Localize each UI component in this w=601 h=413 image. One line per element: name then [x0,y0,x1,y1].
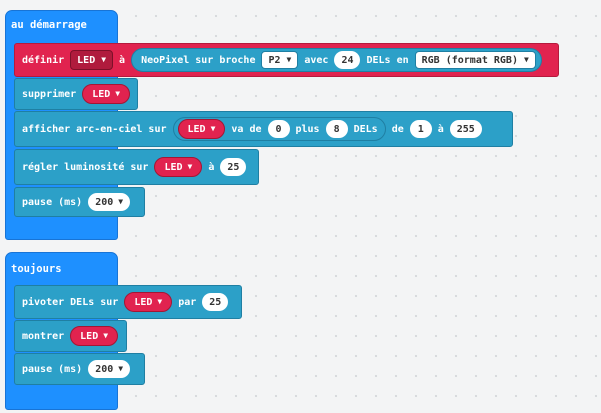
forever-label: toujours [11,263,62,275]
variable-name: LED [164,161,183,173]
variable-name: LED [92,88,111,100]
pause-label: pause (ms) [22,363,83,375]
define-neopixel-block[interactable]: définir LED ▼ à NeoPixel sur broche P2 ▼… [14,43,559,77]
variable-pill[interactable]: LED ▼ [154,157,203,177]
pause-label: pause (ms) [22,196,83,208]
triangle-down-icon: ▼ [103,331,109,340]
clear-block[interactable]: supprimer LED ▼ [14,78,138,110]
variable-name: LED [187,123,206,135]
show-rainbow-block[interactable]: afficher arc-en-ciel sur LED ▼ va de 0 p… [14,111,513,147]
range-plus-label: plus [295,123,320,135]
neopixel-label: NeoPixel sur broche [141,54,256,66]
pause-value: 200 [95,363,114,375]
triangle-down-icon: ▼ [118,197,124,206]
mode-dropdown[interactable]: RGB (format RGB) ▼ [414,51,536,69]
on-start-label: au démarrage [11,19,87,31]
pause-block[interactable]: pause (ms) 200 ▼ [14,187,145,217]
triangle-down-icon: ▼ [101,55,107,64]
triangle-down-icon: ▼ [210,124,216,133]
to-label: à [119,54,126,66]
show-label: montrer [22,330,65,342]
variable-pill[interactable]: LED ▼ [177,119,226,139]
variable-pill[interactable]: LED ▼ [70,326,119,346]
triangle-down-icon: ▼ [286,55,292,64]
triangle-down-icon: ▼ [157,297,163,306]
define-label: définir [22,54,65,66]
brightness-value-input[interactable]: 25 [220,158,247,176]
rotate-by-label: par [178,296,197,308]
variable-pill[interactable]: LED ▼ [124,292,173,312]
pause-value-dropdown[interactable]: 200 ▼ [88,360,131,378]
pin-value: P2 [268,54,281,66]
hue-start-input[interactable]: 1 [409,120,432,138]
show-block[interactable]: montrer LED ▼ [14,320,127,352]
set-brightness-block[interactable]: régler luminosité sur LED ▼ à 25 [14,149,259,185]
pin-dropdown[interactable]: P2 ▼ [261,51,299,69]
brightness-label: régler luminosité sur [22,161,149,173]
range-leds-label: DELs [353,123,378,135]
triangle-down-icon: ▼ [118,364,124,373]
variable-pill[interactable]: LED ▼ [82,84,131,104]
brightness-to-label: à [208,161,215,173]
rotate-value-input[interactable]: 25 [202,293,229,311]
neopixel-create-block[interactable]: NeoPixel sur broche P2 ▼ avec 24 DELs en… [131,48,542,72]
hue-end-input[interactable]: 255 [449,120,482,138]
variable-name: LED [77,54,96,66]
hue-from-label: de [391,123,404,135]
pause-block[interactable]: pause (ms) 200 ▼ [14,353,145,385]
range-start-input[interactable]: 0 [267,120,290,138]
variable-name: LED [134,296,153,308]
rotate-leds-block[interactable]: pivoter DELs sur LED ▼ par 25 [14,285,242,319]
triangle-down-icon: ▼ [523,55,529,64]
clear-label: supprimer [22,88,77,100]
triangle-down-icon: ▼ [187,162,193,171]
leds-in-label: DELs en [366,54,409,66]
triangle-down-icon: ▼ [115,89,121,98]
rainbow-label: afficher arc-en-ciel sur [22,123,167,135]
num-leds-input[interactable]: 24 [334,51,361,69]
pause-value-dropdown[interactable]: 200 ▼ [88,193,131,211]
with-label: avec [304,54,329,66]
variable-name: LED [80,330,99,342]
hue-to-label: à [437,123,444,135]
range-count-input[interactable]: 8 [325,120,348,138]
variable-dropdown[interactable]: LED ▼ [70,50,114,70]
range-from-label: va de [231,123,262,135]
mode-value: RGB (format RGB) [421,54,518,66]
pause-value: 200 [95,196,114,208]
range-block[interactable]: LED ▼ va de 0 plus 8 DELs [172,117,386,141]
rotate-label: pivoter DELs sur [22,296,119,308]
